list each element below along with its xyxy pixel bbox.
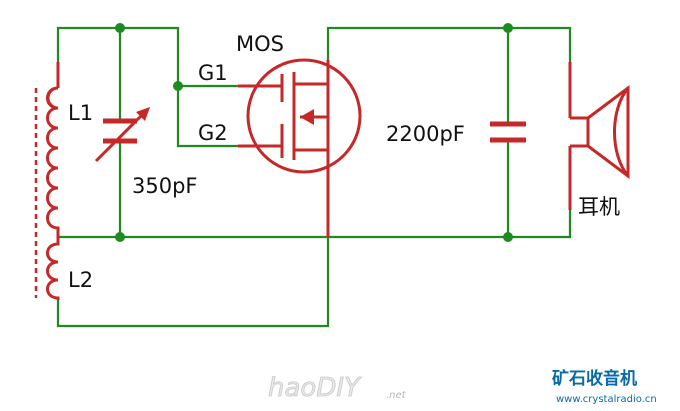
labels: MOS G1 G2 L1 L2 350pF 2200pF 耳机 — [68, 32, 620, 292]
fixed-capacitor — [490, 121, 526, 143]
earphone-diaphragm — [613, 87, 630, 177]
brand-logo: 矿石收音机 www.crystalradio.cn — [552, 368, 657, 405]
brand-name: 矿石收音机 — [552, 368, 637, 389]
brand-url: www.crystalradio.cn — [556, 394, 657, 405]
label-earphone: 耳机 — [578, 195, 620, 219]
watermark-net-text: .net — [386, 390, 407, 401]
wires — [56, 26, 572, 328]
wire-bottom — [56, 235, 330, 328]
earphone-cone — [587, 85, 630, 179]
label-l1: L1 — [68, 101, 93, 125]
coil-l2 — [46, 237, 60, 300]
junction-dot — [173, 81, 183, 91]
junction-dots — [115, 23, 513, 242]
label-g2: G2 — [198, 121, 228, 145]
tapped-coil — [34, 62, 60, 300]
varcap-arrow-head — [136, 107, 150, 121]
junction-dot — [503, 232, 513, 242]
label-cap-fixed: 2200pF — [386, 122, 465, 146]
varcap-arrow-shaft — [94, 109, 148, 163]
junction-dot — [115, 232, 125, 242]
label-l2: L2 — [68, 268, 93, 292]
variable-capacitor — [94, 107, 150, 163]
label-mos: MOS — [236, 32, 284, 56]
mosfet-substrate-arrow — [300, 109, 314, 125]
junction-dot — [115, 23, 125, 33]
wire-top-left — [56, 26, 180, 88]
label-cap-variable: 350pF — [132, 174, 198, 198]
watermark-haodiy: haoDIY .net — [268, 373, 407, 404]
wire-gate-g2 — [176, 84, 240, 148]
earphone — [568, 62, 630, 210]
mosfet-envelope — [246, 58, 362, 174]
wire-drain-top — [326, 26, 572, 64]
label-g1: G1 — [198, 61, 228, 85]
wire-tap-bus — [56, 208, 572, 239]
dual-gate-mosfet — [238, 58, 362, 237]
watermark-haodiy-text: haoDIY — [268, 373, 362, 403]
junction-dot — [503, 23, 513, 33]
coil-l1 — [46, 86, 60, 237]
